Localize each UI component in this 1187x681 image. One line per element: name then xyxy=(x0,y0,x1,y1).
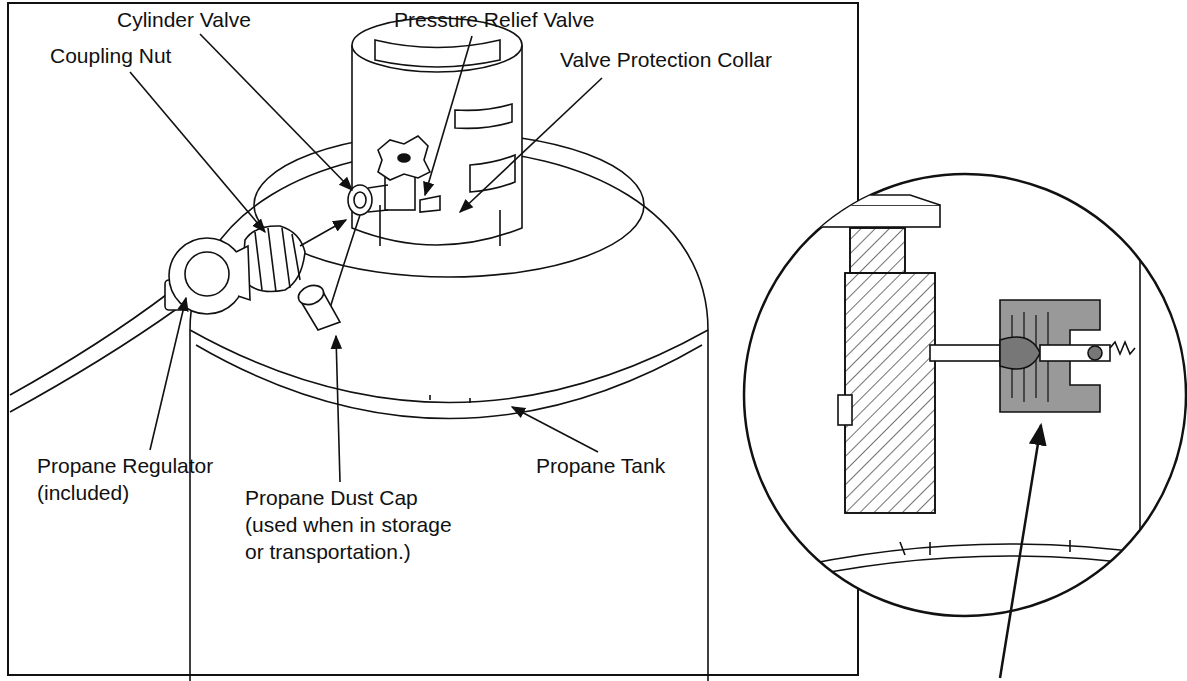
part-label: Valve Protection Collar xyxy=(560,46,850,73)
propane-regulator xyxy=(10,292,178,412)
leader-line xyxy=(130,34,602,482)
cylinder-valve xyxy=(398,154,410,162)
part-label: Pressure Relief Valve xyxy=(394,6,654,33)
valve-protection-collar xyxy=(352,45,522,245)
propane-regulator xyxy=(185,252,229,296)
leader-line xyxy=(460,78,602,212)
leader-line xyxy=(200,34,352,190)
detail-inset xyxy=(845,273,935,513)
detail-inset xyxy=(810,195,940,205)
detail-inset xyxy=(838,395,852,425)
part-label: Propane Tank xyxy=(536,452,736,479)
detail-inset xyxy=(850,228,905,273)
propane-dust-cap xyxy=(330,215,360,308)
detail-inset xyxy=(1130,200,1155,250)
part-label: Propane Dust Cap (used when in storage o… xyxy=(245,484,470,565)
cylinder-valve xyxy=(420,196,440,212)
detail-inset xyxy=(740,174,1187,678)
cylinder-valve xyxy=(348,136,440,215)
leader-line xyxy=(130,72,265,232)
cylinder-valve xyxy=(368,185,388,212)
detail-inset xyxy=(1040,345,1110,361)
detail-inset xyxy=(900,540,1070,555)
valve-protection-collar xyxy=(455,104,512,128)
detail-inset xyxy=(850,228,905,273)
detail-inset xyxy=(740,544,1187,580)
propane-tank xyxy=(196,345,702,419)
propane-regulator xyxy=(10,238,250,412)
detail-inset xyxy=(1088,346,1102,360)
detail-inset xyxy=(740,556,1187,592)
detail-inset xyxy=(740,195,1187,592)
cylinder-valve xyxy=(354,192,366,208)
detail-inset xyxy=(845,273,935,513)
leader-line xyxy=(425,36,472,195)
propane-tank xyxy=(190,330,708,403)
propane-tank xyxy=(430,395,470,403)
leader-line xyxy=(300,220,346,246)
propane-dust-cap xyxy=(296,282,327,308)
detail-inset xyxy=(1110,342,1135,354)
valve-protection-collar xyxy=(375,40,500,67)
part-label: Cylinder Valve xyxy=(117,6,337,33)
valve-protection-collar xyxy=(380,205,500,246)
part-label: Coupling Nut xyxy=(50,42,250,69)
cylinder-valve xyxy=(378,136,430,180)
valve-protection-collar xyxy=(470,155,515,192)
detail-inset xyxy=(810,205,940,227)
propane-dust-cap xyxy=(296,215,360,330)
part-label: Propane Regulator (included) xyxy=(37,452,232,506)
valve-protection-collar xyxy=(352,18,522,246)
detail-inset xyxy=(1000,337,1040,369)
coupling-nut xyxy=(242,226,305,292)
leader-line xyxy=(512,407,598,452)
detail-inset xyxy=(930,345,1005,361)
detail-inset xyxy=(1139,250,1141,560)
leader-line xyxy=(150,298,186,450)
propane-regulator xyxy=(169,238,245,314)
propane-tank xyxy=(190,330,708,681)
panel-frame xyxy=(8,3,858,675)
coupling-nut xyxy=(255,228,300,292)
leader-line xyxy=(1000,425,1041,678)
leader-line xyxy=(336,336,340,482)
propane-regulator xyxy=(236,246,250,300)
coupling-nut xyxy=(242,226,305,292)
